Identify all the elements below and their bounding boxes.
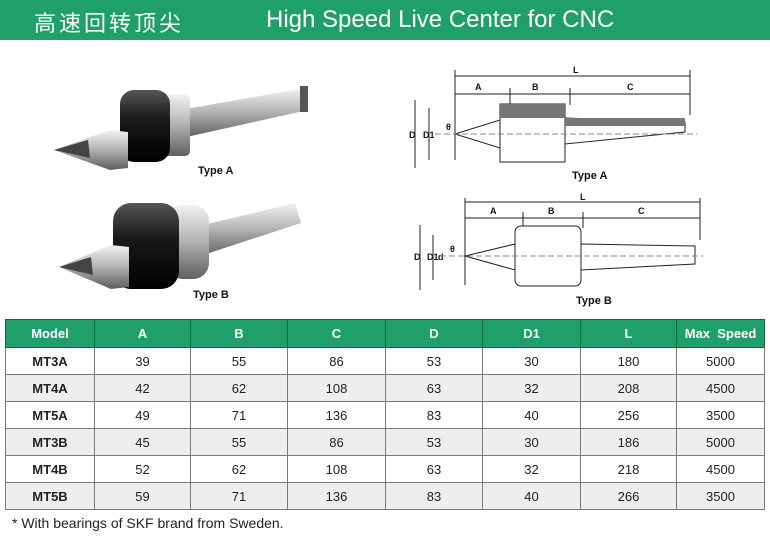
cell-d1: 32 — [482, 374, 581, 402]
cell-d1: 32 — [482, 455, 581, 483]
cell-max-speed: 3500 — [676, 401, 765, 429]
dim-label-c: C — [638, 206, 645, 216]
footnote: * With bearings of SKF brand from Sweden… — [12, 515, 284, 531]
col-header-model: Model — [5, 319, 95, 348]
cell-model: MT3A — [5, 347, 95, 375]
dim-label-theta: θ — [450, 244, 455, 254]
dim-label-l: L — [573, 65, 579, 75]
cell-a: 45 — [94, 428, 191, 456]
cell-l: 218 — [580, 455, 677, 483]
cell-a: 59 — [94, 482, 191, 510]
cell-b: 71 — [190, 401, 288, 429]
table-header-row: Model A B C D D1 L Max Speed — [5, 319, 765, 348]
col-header-c: C — [287, 319, 386, 348]
dim-label-a: A — [490, 206, 497, 216]
dim-label-d: D — [409, 130, 416, 140]
table-row: MT3B 45 55 86 53 30 186 5000 — [5, 428, 765, 456]
cell-model: MT4A — [5, 374, 95, 402]
cell-model: MT5B — [5, 482, 95, 510]
cell-d: 53 — [385, 428, 483, 456]
cell-d1: 30 — [482, 347, 581, 375]
title-chinese: 高速回转顶尖 — [34, 12, 185, 37]
col-header-d: D — [385, 319, 483, 348]
cell-l: 256 — [580, 401, 677, 429]
cell-d: 63 — [385, 455, 483, 483]
dim-label-b: B — [548, 206, 555, 216]
cell-max-speed: 4500 — [676, 455, 765, 483]
table-row: MT5B 59 71 136 83 40 266 3500 — [5, 482, 765, 510]
cell-l: 208 — [580, 374, 677, 402]
dim-label-c: C — [627, 82, 634, 92]
cell-a: 49 — [94, 401, 191, 429]
cell-max-speed: 5000 — [676, 347, 765, 375]
live-center-photo-type-a — [54, 86, 308, 170]
table-row: MT3A 39 55 86 53 30 180 5000 — [5, 347, 765, 375]
cell-c: 108 — [287, 374, 386, 402]
dim-label-theta: θ — [446, 122, 451, 132]
cell-d: 53 — [385, 347, 483, 375]
col-header-max-speed: Max Speed — [676, 319, 765, 348]
dim-label-a: A — [475, 82, 482, 92]
cell-b: 55 — [190, 347, 288, 375]
cell-a: 39 — [94, 347, 191, 375]
cell-a: 42 — [94, 374, 191, 402]
cell-max-speed: 5000 — [676, 428, 765, 456]
title-banner: 高速回转顶尖 High Speed Live Center for CNC — [0, 0, 770, 40]
col-header-b: B — [190, 319, 288, 348]
cell-max-speed: 4500 — [676, 374, 765, 402]
cell-max-speed: 3500 — [676, 482, 765, 510]
cell-d: 83 — [385, 482, 483, 510]
drawing-caption-type-a: Type A — [572, 170, 608, 182]
photo-caption-type-b: Type B — [193, 289, 229, 301]
dim-label-d: D — [414, 252, 421, 262]
cell-l: 180 — [580, 347, 677, 375]
cell-d: 63 — [385, 374, 483, 402]
drawing-caption-type-b: Type B — [576, 295, 612, 307]
dimension-drawing-type-a: A B L C D D1 θ — [409, 65, 697, 168]
col-header-d1: D1 — [482, 319, 581, 348]
title-english: High Speed Live Center for CNC — [266, 6, 615, 33]
photo-caption-type-a: Type A — [198, 165, 234, 177]
cell-d1: 40 — [482, 401, 581, 429]
table-row: MT5A 49 71 136 83 40 256 3500 — [5, 401, 765, 429]
table-row: MT4B 52 62 108 63 32 218 4500 — [5, 455, 765, 483]
cell-model: MT3B — [5, 428, 95, 456]
spec-table: Model A B C D D1 L Max Speed MT3A 39 55 … — [5, 319, 765, 510]
col-header-a: A — [94, 319, 191, 348]
live-center-photo-type-b — [59, 203, 301, 289]
dim-label-d-small: d — [438, 252, 444, 262]
cell-b: 62 — [190, 374, 288, 402]
cell-model: MT5A — [5, 401, 95, 429]
dimension-drawing-type-b: A B L C D D1 θ d — [414, 192, 703, 290]
cell-b: 55 — [190, 428, 288, 456]
cell-c: 86 — [287, 347, 386, 375]
cell-a: 52 — [94, 455, 191, 483]
col-header-l: L — [580, 319, 677, 348]
dim-label-l: L — [580, 192, 586, 202]
cell-c: 136 — [287, 401, 386, 429]
cell-c: 108 — [287, 455, 386, 483]
cell-c: 86 — [287, 428, 386, 456]
table-row: MT4A 42 62 108 63 32 208 4500 — [5, 374, 765, 402]
cell-d1: 40 — [482, 482, 581, 510]
cell-l: 186 — [580, 428, 677, 456]
cell-d: 83 — [385, 401, 483, 429]
cell-l: 266 — [580, 482, 677, 510]
cell-b: 62 — [190, 455, 288, 483]
cell-b: 71 — [190, 482, 288, 510]
cell-c: 136 — [287, 482, 386, 510]
cell-model: MT4B — [5, 455, 95, 483]
cell-d1: 30 — [482, 428, 581, 456]
dim-label-b: B — [532, 82, 539, 92]
